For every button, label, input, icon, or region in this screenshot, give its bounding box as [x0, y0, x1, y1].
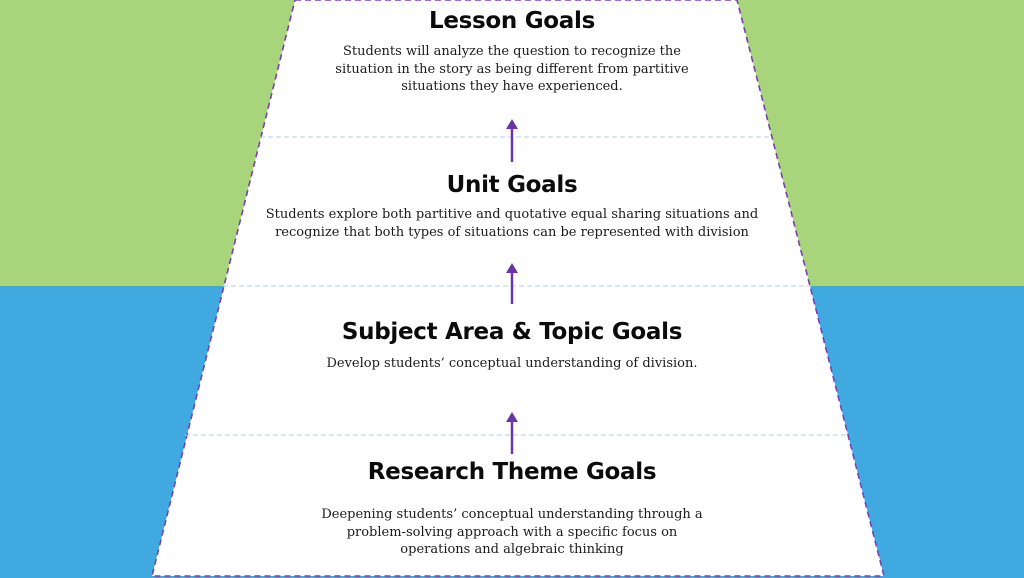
tier-description-line: Develop students’ conceptual understandi…: [326, 356, 698, 371]
tier-lesson-goals: Lesson Goals Students will analyze the q…: [0, 8, 1024, 96]
arrow-up-icon: [506, 119, 518, 162]
tier-description-line: problem-solving approach with a specific…: [346, 524, 678, 540]
arrow-up-icon: [506, 263, 518, 304]
tier-description-line: operations and algebraic thinking: [400, 542, 624, 557]
tier-description-line: recognize that both types of situations …: [275, 224, 749, 240]
trapezoid: [150, 0, 886, 577]
tier-subject-area-topic-goals: Subject Area & Topic Goals Develop stude…: [0, 319, 1024, 373]
tier-description-line: Students will analyze the question to re…: [343, 44, 681, 59]
tier-title: Unit Goals: [446, 172, 578, 198]
tier-title: Research Theme Goals: [367, 459, 657, 485]
tier-unit-goals: Unit Goals Students explore both partiti…: [0, 172, 1024, 241]
tier-title: Subject Area & Topic Goals: [341, 319, 683, 345]
tier-description-line: situations they have experienced.: [401, 79, 623, 94]
tier-description-line: Students explore both partitive and quot…: [265, 207, 759, 222]
arrow-up-icon: [506, 412, 518, 454]
tier-description-line: Deepening students’ conceptual understan…: [321, 507, 703, 522]
tier-title: Lesson Goals: [429, 8, 595, 34]
tier-research-theme-goals: Research Theme Goals Deepening students’…: [0, 459, 1024, 559]
tier-description-line: situation in the story as being differen…: [335, 61, 689, 77]
